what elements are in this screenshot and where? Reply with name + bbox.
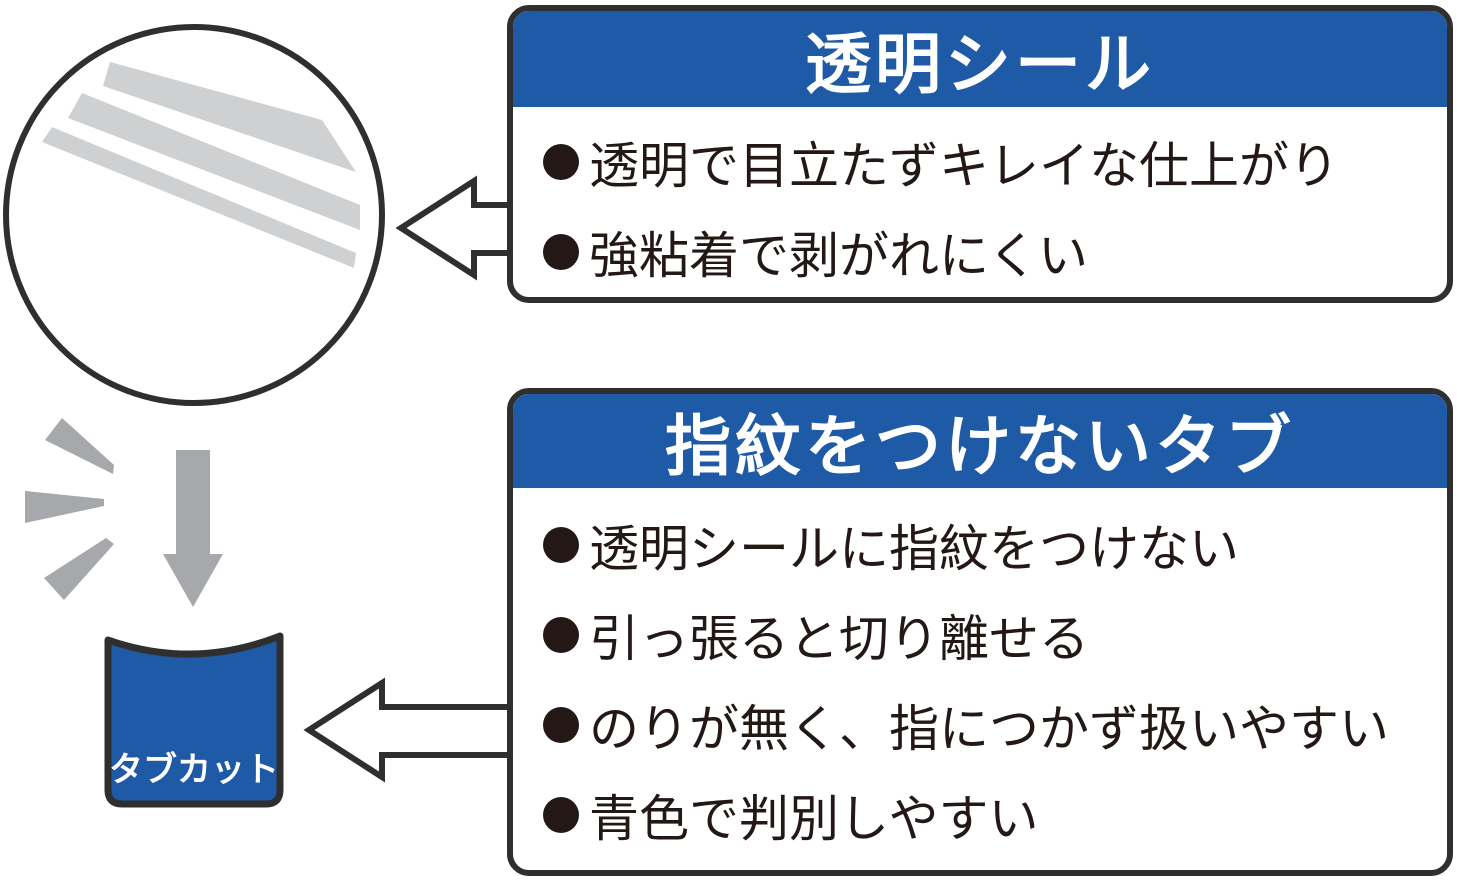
list-item: 強粘着で剥がれにくい xyxy=(543,207,1447,297)
bullet-text: 青色で判別しやすい xyxy=(589,790,1039,848)
hollow-arrow-left-icon xyxy=(395,175,507,281)
magnified-seal-icon xyxy=(3,24,385,406)
arrow-down-icon xyxy=(163,450,223,607)
bullet-dot-icon xyxy=(543,144,579,180)
list-item: 透明で目立たずキレイな仕上がり xyxy=(543,117,1447,207)
bullet-text: 透明で目立たずキレイな仕上がり xyxy=(589,137,1339,195)
bullet-dot-icon xyxy=(543,527,579,563)
list-item: 透明シールに指紋をつけない xyxy=(543,500,1447,590)
bullet-dot-icon xyxy=(543,707,579,743)
bullet-text: 強粘着で剥がれにくい xyxy=(589,227,1088,285)
tear-burst-icon xyxy=(25,418,114,600)
clear-seal-bullets: 透明で目立たずキレイな仕上がり 強粘着で剥がれにくい xyxy=(513,107,1447,297)
bullet-dot-icon xyxy=(543,797,579,833)
clear-seal-title: 透明シール xyxy=(513,11,1447,107)
list-item: 青色で判別しやすい xyxy=(543,770,1447,860)
bullet-text: 引っ張ると切り離せる xyxy=(589,610,1089,668)
list-item: 引っ張ると切り離せる xyxy=(543,590,1447,680)
clear-seal-panel: 透明シール 透明で目立たずキレイな仕上がり 強粘着で剥がれにくい xyxy=(507,5,1453,303)
tab-cut-icon xyxy=(104,632,284,808)
bullet-text: のりが無く、指につかず扱いやすい xyxy=(589,700,1389,758)
list-item: のりが無く、指につかず扱いやすい xyxy=(543,680,1447,770)
tab-panel-bullets: 透明シールに指紋をつけない 引っ張ると切り離せる のりが無く、指につかず扱いやす… xyxy=(513,488,1447,860)
tab-panel: 指紋をつけないタブ 透明シールに指紋をつけない 引っ張ると切り離せる のりが無く… xyxy=(507,388,1453,876)
bullet-dot-icon xyxy=(543,234,579,270)
tab-panel-title: 指紋をつけないタブ xyxy=(513,394,1447,488)
bullet-dot-icon xyxy=(543,617,579,653)
hollow-arrow-left-icon xyxy=(303,677,507,783)
tab-cut-label: タブカット xyxy=(109,750,279,790)
bullet-text: 透明シールに指紋をつけない xyxy=(589,520,1239,578)
